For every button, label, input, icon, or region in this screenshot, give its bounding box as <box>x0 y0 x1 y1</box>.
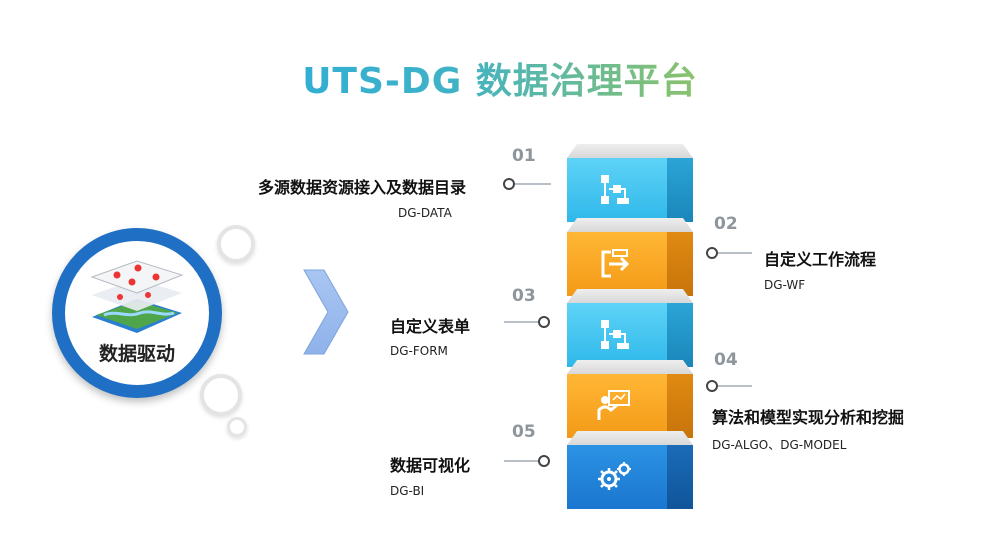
module-code-03: DG-FORM <box>390 344 448 358</box>
chevron-right-icon <box>303 269 349 355</box>
module-code-01: DG-DATA <box>398 206 452 220</box>
module-code-02: DG-WF <box>764 278 806 292</box>
gears-icon <box>598 462 631 490</box>
decor-ring-small <box>227 417 247 437</box>
workflow-exit-icon <box>601 249 630 278</box>
connector-03 <box>504 316 550 328</box>
module-code-05: DG-BI <box>390 484 425 498</box>
hub-label: 数据驱动 <box>98 343 175 365</box>
data-driven-hub: 数据驱动 <box>52 228 222 398</box>
module-cube-05 <box>567 431 693 509</box>
module-code-04: DG-ALGO、DG-MODEL <box>712 438 847 452</box>
module-label-01: 多源数据资源接入及数据目录 <box>258 178 467 197</box>
presenter-icon <box>597 390 630 420</box>
form-icon <box>601 320 629 349</box>
module-number-03: 03 <box>512 286 536 306</box>
module-number-04: 04 <box>714 350 738 370</box>
module-cube-02 <box>567 218 693 296</box>
module-number-02: 02 <box>714 214 738 234</box>
connector-01 <box>503 178 551 190</box>
page-title: UTS-DG 数据治理平台 <box>0 52 1000 104</box>
connector-02 <box>706 247 752 259</box>
module-cube-01 <box>567 144 693 222</box>
flowchart-icon <box>601 175 629 204</box>
connector-04 <box>706 380 752 392</box>
module-cube-03 <box>567 289 693 367</box>
decor-ring-medium <box>200 374 242 416</box>
module-number-05: 05 <box>512 422 536 442</box>
decor-ring-large <box>217 225 255 263</box>
module-label-05: 数据可视化 <box>390 456 471 475</box>
module-number-01: 01 <box>512 146 536 166</box>
module-label-03: 自定义表单 <box>390 317 471 336</box>
map-layers-icon <box>90 260 184 333</box>
module-cube-04 <box>567 360 693 438</box>
module-label-04: 算法和模型实现分析和挖掘 <box>712 408 905 427</box>
connector-05 <box>504 455 550 467</box>
module-label-02: 自定义工作流程 <box>764 250 877 269</box>
